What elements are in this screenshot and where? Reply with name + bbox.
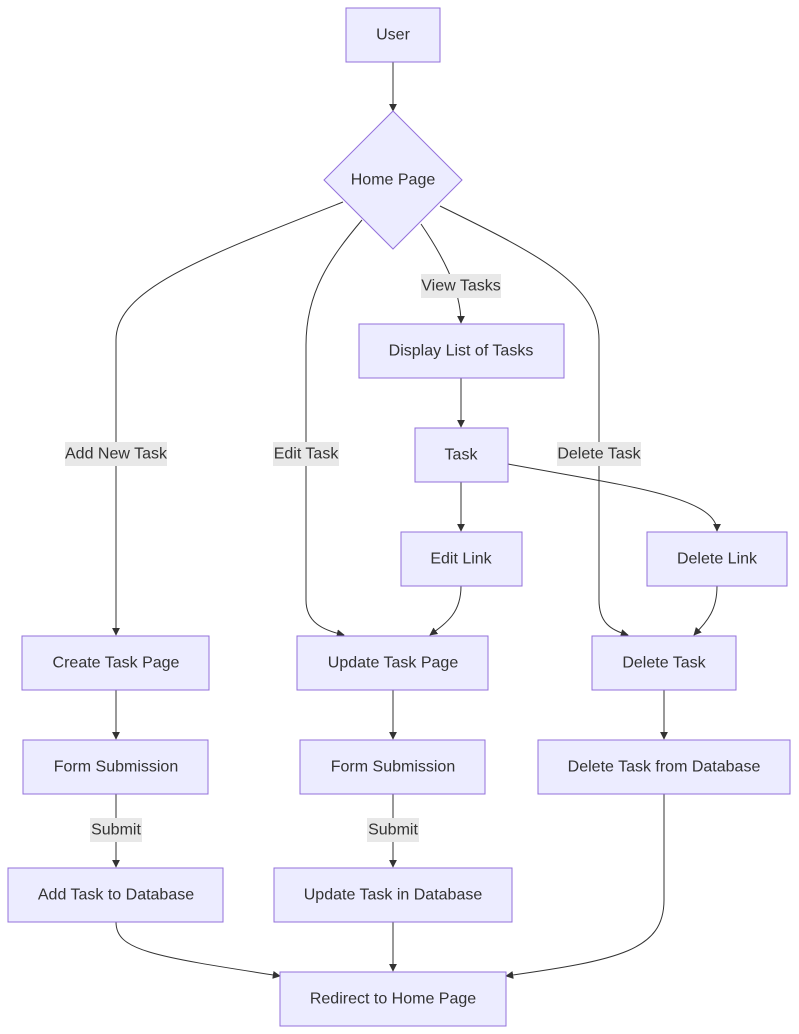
edge-add-db-to-redirect (115, 921, 281, 979)
node-label: Home Page (351, 172, 436, 189)
node-form-submission-update: Form Submission (299, 739, 486, 795)
node-label: Form Submission (331, 759, 455, 776)
node-redirect-to-home-page: Redirect to Home Page (279, 971, 507, 1027)
edge-label-text: Submit (91, 822, 141, 839)
edge-label-submit-create: Submit (90, 818, 142, 842)
node-form-submission-create: Form Submission (22, 739, 209, 795)
edge-label-submit-update: Submit (367, 818, 419, 842)
node-label: Task (445, 447, 479, 464)
node-delete-task: Delete Task (591, 635, 737, 691)
edge-home-to-display-list (420, 223, 465, 324)
node-add-task-to-database: Add Task to Database (7, 867, 224, 923)
node-label: Update Task Page (328, 655, 459, 672)
node-label: Display List of Tasks (389, 343, 534, 360)
node-label: Delete Link (677, 551, 758, 568)
node-label: Create Task Page (53, 655, 180, 672)
edge-label-text: View Tasks (421, 278, 500, 295)
edge-task-to-delete-link (507, 463, 721, 532)
edge-home-to-update-task-page (305, 219, 363, 638)
node-edit-link: Edit Link (400, 531, 523, 587)
edge-delete-db-to-redirect (505, 794, 665, 979)
node-label: User (376, 27, 410, 44)
edge-label-text: Add New Task (65, 446, 168, 463)
edge-home-to-delete-task (439, 205, 629, 637)
node-label: Form Submission (54, 759, 178, 776)
node-delete-link: Delete Link (646, 531, 788, 587)
node-label: Add Task to Database (38, 887, 194, 904)
edge-label-view-tasks: View Tasks (421, 274, 501, 298)
edge-home-to-create-task-page (112, 201, 344, 636)
edge-label-text: Edit Task (274, 446, 340, 463)
edge-label-edit-task: Edit Task (273, 442, 339, 466)
node-update-task-page: Update Task Page (296, 635, 489, 691)
node-label: Update Task in Database (304, 887, 483, 904)
edge-label-text: Delete Task (557, 446, 641, 463)
node-update-task-in-database: Update Task in Database (273, 867, 513, 923)
node-label: Delete Task (622, 655, 706, 672)
node-user: User (345, 7, 441, 63)
node-delete-task-from-database: Delete Task from Database (537, 739, 791, 795)
node-label: Edit Link (430, 551, 492, 568)
edge-delete-link-to-delete-task (693, 585, 718, 636)
node-display-list-of-tasks: Display List of Tasks (358, 323, 565, 379)
edge-label-add-new-task: Add New Task (65, 442, 168, 466)
node-home-page: Home Page (323, 110, 463, 250)
edge-label-text: Submit (368, 822, 418, 839)
node-label: Delete Task from Database (568, 759, 761, 776)
node-label: Redirect to Home Page (310, 991, 476, 1008)
edge-label-delete-task: Delete Task (557, 442, 642, 466)
edge-edit-link-to-update-task-page (429, 585, 462, 636)
node-create-task-page: Create Task Page (21, 635, 210, 691)
node-task: Task (414, 427, 509, 483)
